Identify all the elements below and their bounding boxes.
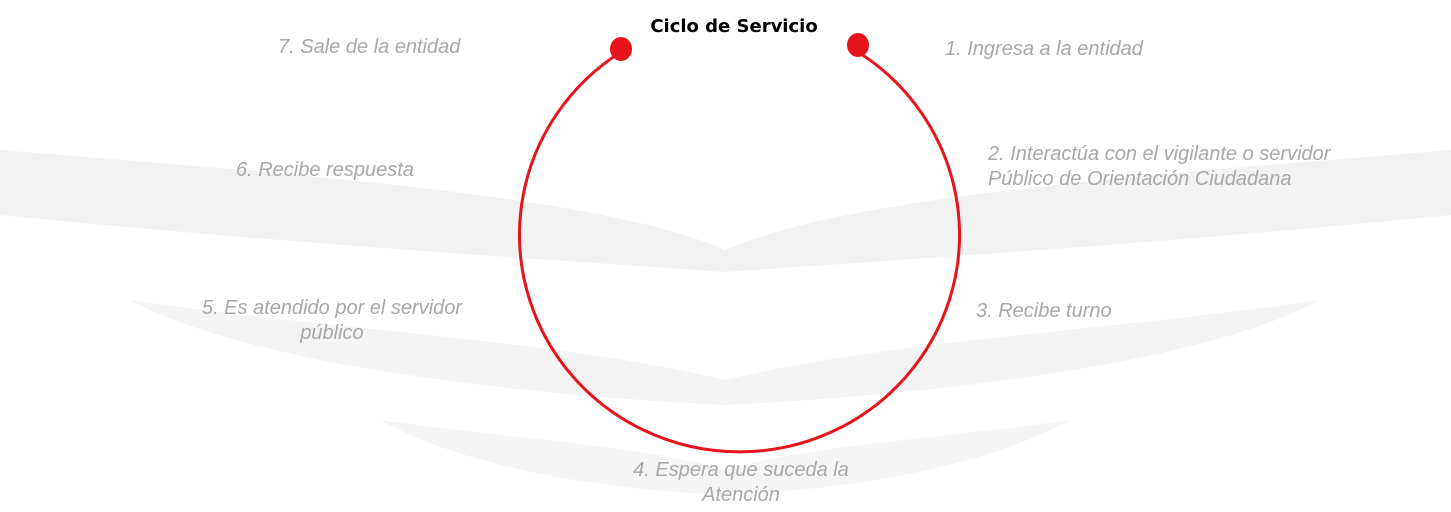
step-5-label: 5. Es atendido por el servidor público (160, 296, 504, 346)
watermark-wing-lower (380, 420, 1070, 495)
cycle-arc (518, 50, 961, 454)
step-2-label: 2. Interactúa con el vigilante o servido… (988, 142, 1330, 192)
step-2-line-2: Público de Orientación Ciudadana (988, 168, 1292, 190)
step-4-line-1: 4. Espera que suceda la (633, 459, 849, 481)
cycle-dot-end (847, 33, 869, 57)
cycle-dot-start (610, 37, 632, 61)
step-5-line-1: 5. Es atendido por el servidor (201, 297, 463, 319)
step-6-label: 6. Recibe respuesta (236, 159, 414, 181)
step-4-label: 4. Espera que suceda la Atención (560, 458, 922, 508)
watermark-wing-upper (0, 150, 1451, 272)
watermark-wing-middle (130, 300, 1320, 405)
step-1-label: 1. Ingresa a la entidad (945, 38, 1143, 60)
step-2-line-1: 2. Interactúa con el vigilante o servido… (988, 143, 1331, 165)
step-4-line-2: Atención (702, 484, 780, 506)
step-3-label: 3. Recibe turno (976, 300, 1112, 322)
step-5-line-2: público (300, 322, 364, 344)
step-7-label: 7. Sale de la entidad (278, 36, 461, 58)
diagram-title: Ciclo de Servicio (650, 16, 818, 37)
